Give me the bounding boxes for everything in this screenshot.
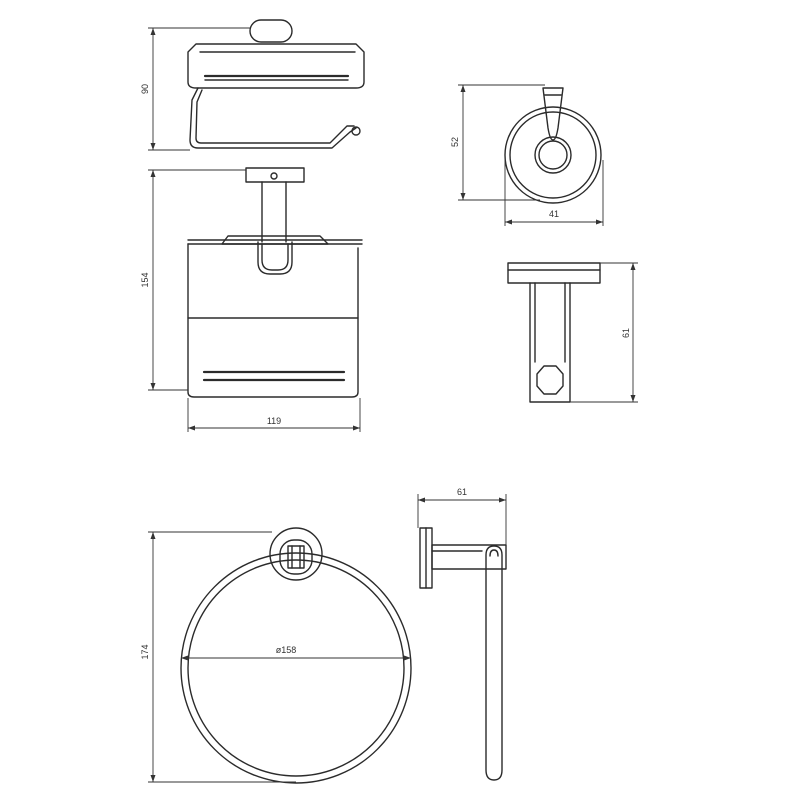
towel-ring-side-arm [431, 544, 507, 570]
paper-holder-front-view: 154 119 [140, 167, 363, 432]
towel-ring-front-view: ø158 174 [140, 527, 412, 784]
neck-bracket [257, 241, 293, 275]
hook-front-view: 52 41 [450, 84, 604, 226]
arrow [150, 383, 156, 390]
paper-holder-cover-front [187, 243, 359, 398]
screw-hole [270, 172, 278, 180]
hook-side-arm [529, 282, 571, 403]
towel-ring-side-view: 61 [417, 487, 507, 781]
cover-top-bracket [221, 235, 329, 245]
dimension-label-119: 119 [267, 416, 281, 426]
dimension-label-154: 154 [140, 272, 150, 287]
rod-end-cap [351, 126, 361, 136]
arrow [150, 143, 156, 150]
arrow [505, 219, 512, 225]
dimension-label-174: 174 [140, 644, 150, 659]
paper-holder-rod-top [189, 87, 357, 149]
dimension-label-61-ring: 61 [457, 487, 467, 497]
dimension-label-52: 52 [450, 137, 460, 147]
arrow [499, 497, 506, 503]
paper-holder-top-view: 90 [140, 19, 365, 151]
paper-holder-flange-front [245, 167, 305, 183]
arrow [150, 532, 156, 539]
towel-ring-mount [269, 527, 323, 581]
arrow [630, 263, 636, 270]
arrow [630, 395, 636, 402]
arrow [460, 85, 466, 92]
mount-core [287, 545, 305, 569]
towel-ring-side-rod [485, 545, 503, 781]
arrow [418, 497, 425, 503]
hook-flange-inner-circle [509, 111, 597, 199]
dimension-label-90: 90 [140, 84, 150, 94]
hook-arm-front [542, 87, 564, 141]
dimension-label-41: 41 [549, 209, 559, 219]
hook-side-flange [507, 262, 601, 284]
neck-inner [261, 243, 289, 271]
dimension-label-158: ø158 [276, 645, 297, 655]
arrow [353, 425, 360, 431]
arrow [596, 219, 603, 225]
arrow [150, 170, 156, 177]
hook-flange-circle [504, 106, 602, 204]
hook-side-view: 61 [507, 262, 638, 403]
rod-top-detail [489, 549, 499, 557]
hook-knob-outer [534, 136, 572, 174]
paper-holder-cover-top [187, 43, 365, 89]
towel-ring-inner [187, 559, 405, 777]
mount-inner [279, 539, 313, 575]
arrow [404, 655, 411, 661]
arrow [181, 655, 188, 661]
dimension-label-61-hook: 61 [621, 328, 631, 338]
rod-inner-line [195, 89, 355, 144]
arrow [150, 775, 156, 782]
hook-knob-inner [538, 140, 568, 170]
paper-holder-flange-top [249, 19, 293, 43]
towel-ring-outer [180, 552, 412, 784]
arrow [150, 28, 156, 35]
arrow [460, 193, 466, 200]
arrow [188, 425, 195, 431]
hook-side-knob [536, 365, 564, 395]
